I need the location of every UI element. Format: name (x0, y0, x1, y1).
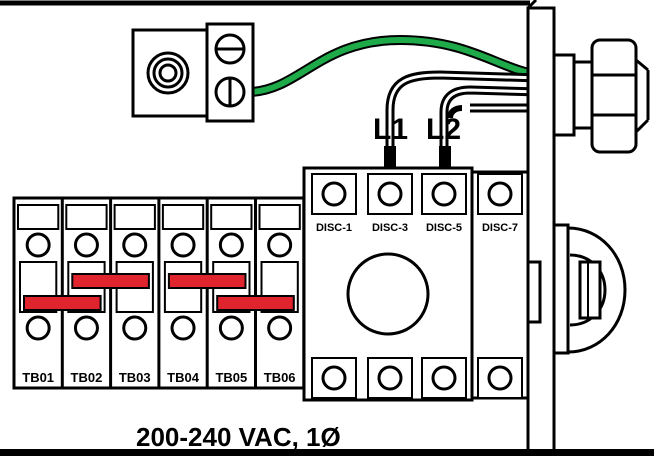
screw-terminal-icon (321, 365, 347, 391)
terminal-label: TB04 (167, 370, 200, 385)
screw-terminal-icon (431, 181, 457, 207)
terminal-label: TB03 (119, 370, 151, 385)
screw-terminal-icon (73, 232, 99, 258)
screw-terminal-icon (267, 315, 293, 341)
cable-gland-icon (552, 38, 650, 154)
screw-terminal-icon (25, 232, 51, 258)
supply-spec-label: 200-240 VAC, 1Ø (136, 422, 341, 452)
disconnect-shaft-icon (346, 252, 430, 336)
disconnect-label: DISC-1 (316, 222, 352, 234)
disconnect-pole: DISC-3 (367, 173, 413, 399)
screw-terminal-icon (73, 315, 99, 341)
screw-terminal-icon (487, 181, 513, 207)
terminal-label: TB06 (264, 370, 296, 385)
ground-terminal (131, 22, 255, 123)
screw-terminal-icon (431, 365, 457, 391)
screw-terminal-icon (377, 365, 403, 391)
terminal-label: TB05 (215, 370, 247, 385)
screw-terminal-icon (122, 315, 148, 341)
disconnect-pole: DISC-1 (311, 173, 357, 399)
jumper-bar (23, 295, 102, 311)
jumper-bar (216, 295, 295, 311)
terminal-label: TB01 (22, 370, 54, 385)
disconnect-label: DISC-3 (372, 222, 408, 234)
disconnect-pole: DISC-7 (477, 173, 523, 399)
screw-terminal-icon (218, 315, 244, 341)
jumper-bar (71, 273, 150, 289)
line-wires (385, 70, 541, 150)
terminal-label: TB02 (71, 370, 103, 385)
line-label-l2: L2 (426, 113, 461, 146)
terminal-block-strip: TB01 TB02 TB03 TB04 TB05 TB06 (12, 196, 306, 390)
screw-terminal-icon (487, 365, 513, 391)
screw-terminal-icon (122, 232, 148, 258)
screw-terminal-icon (25, 315, 51, 341)
ground-wire (249, 36, 541, 95)
screw-terminal-icon (377, 181, 403, 207)
line-label-l1: L1 (373, 113, 408, 146)
screw-terminal-icon (267, 232, 293, 258)
jumper-bar (167, 273, 247, 289)
bottom-rule (0, 449, 654, 456)
screw-terminal-icon (321, 181, 347, 207)
disconnect-label: DISC-7 (482, 222, 518, 234)
screw-terminal-icon (170, 315, 196, 341)
screw-terminal-icon (170, 232, 196, 258)
screw-terminal-icon (218, 232, 244, 258)
disconnect-pole: DISC-5 (421, 173, 467, 399)
enclosure-panel (526, 0, 556, 458)
disconnect-label: DISC-5 (426, 222, 462, 234)
disconnect-switch: DISC-1 DISC-3 DISC-5 DISC-7 (302, 166, 530, 402)
